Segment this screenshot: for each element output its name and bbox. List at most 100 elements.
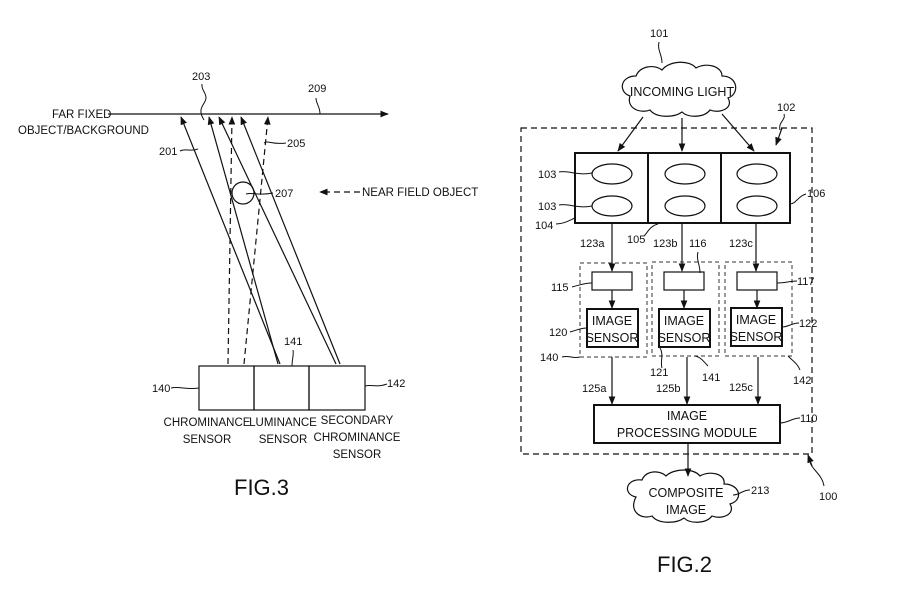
- lens-ellipse: [736, 163, 778, 185]
- ref-141: 141: [702, 372, 720, 384]
- leader-141: [693, 355, 709, 367]
- sensor-label-secondary: CHROMINANCE: [314, 432, 401, 444]
- ref-122: 122: [799, 318, 817, 330]
- far-object-label-1: FAR FIXED: [52, 109, 111, 121]
- leader-140: [561, 355, 581, 359]
- ref-123c: 123c: [729, 238, 753, 250]
- leader-213: [732, 489, 751, 496]
- ref-116: 116: [689, 238, 707, 250]
- composite-label-2: IMAGE: [666, 503, 706, 517]
- secondary-chrominance-sensor-box: [308, 365, 366, 411]
- sensor-label-luminance: LUMINANCE: [249, 417, 317, 429]
- sensor-module-140: [579, 262, 648, 358]
- ref-100: 100: [819, 491, 837, 503]
- sensor-label-luminance: SENSOR: [259, 434, 308, 446]
- composite-image-cloud: [626, 469, 740, 523]
- ref-123a: 123a: [580, 238, 605, 250]
- ref-140: 140: [540, 352, 558, 364]
- image-sensor-label: IMAGE: [736, 313, 776, 327]
- ref-201: 201: [159, 146, 177, 158]
- ref-103a: 103: [538, 169, 556, 181]
- filter-box-117: [736, 271, 778, 291]
- image-sensor-121: [658, 308, 711, 348]
- leader-100: [809, 461, 825, 487]
- leader-205: [263, 141, 287, 144]
- ray-solid: [240, 116, 341, 365]
- leader-103a: [558, 171, 593, 175]
- ray-dashed: [227, 116, 236, 365]
- ref-123b: 123b: [653, 238, 677, 250]
- ref-104: 104: [535, 220, 553, 232]
- leader-122: [781, 322, 800, 328]
- leader-105: [643, 223, 659, 237]
- ref-205: 205: [287, 138, 305, 150]
- luminance-sensor-box: [253, 365, 310, 411]
- processing-label-2: PROCESSING MODULE: [617, 426, 757, 440]
- image-processing-module: [593, 404, 781, 444]
- leader-106: [789, 193, 807, 205]
- ref-207: 207: [275, 188, 293, 200]
- composite-label-1: COMPOSITE: [648, 486, 723, 500]
- leader-104: [555, 217, 576, 225]
- far-object-label-2: OBJECT/BACKGROUND: [18, 125, 149, 137]
- lens-ellipse: [591, 195, 633, 217]
- sensor-module-141: [651, 261, 720, 357]
- leader-142: [364, 383, 388, 387]
- image-sensor-label: SENSOR: [730, 330, 783, 344]
- leader-201: [179, 148, 199, 152]
- lens-ellipse: [591, 163, 633, 185]
- leader-103b: [558, 204, 593, 208]
- leader-142: [787, 355, 801, 371]
- ref-203: 203: [192, 71, 210, 83]
- leader-102: [779, 113, 785, 131]
- ref-140: 140: [152, 383, 170, 395]
- leader-207: [245, 192, 274, 195]
- ref-141: 141: [284, 336, 302, 348]
- filter-box-116: [663, 271, 705, 291]
- leader-110: [779, 417, 801, 424]
- sensor-module-142: [724, 261, 793, 357]
- ref-209: 209: [308, 83, 326, 95]
- sensor-label-chrominance: SENSOR: [183, 434, 232, 446]
- ref-121: 121: [650, 367, 668, 379]
- leader-121: [659, 347, 663, 369]
- ref-103b: 103: [538, 201, 556, 213]
- fig3-caption: FIG.3: [234, 475, 289, 500]
- ref-120: 120: [549, 327, 567, 339]
- system-boundary: [520, 127, 813, 455]
- near-field-label: NEAR FIELD OBJECT: [362, 187, 478, 199]
- leader-209: [315, 97, 321, 115]
- ref-101: 101: [650, 28, 668, 40]
- ref-115: 115: [551, 282, 569, 294]
- leader-203: [200, 83, 207, 121]
- fig2-caption: FIG.2: [657, 552, 712, 577]
- ref-110: 110: [800, 413, 818, 425]
- image-sensor-label: IMAGE: [592, 314, 632, 328]
- ref-125c: 125c: [729, 382, 753, 394]
- ray-solid: [218, 116, 337, 365]
- fig3: FAR FIXED OBJECT/BACKGROUND 203 209 201 …: [18, 71, 478, 500]
- leader-115: [571, 282, 593, 288]
- image-sensor-label: IMAGE: [664, 314, 704, 328]
- sensor-label-secondary: SENSOR: [333, 449, 382, 461]
- lens-ellipse: [736, 195, 778, 217]
- ref-106: 106: [807, 188, 825, 200]
- near-field-object-circle: [231, 181, 255, 205]
- image-sensor-label: SENSOR: [586, 331, 639, 345]
- ref-105: 105: [627, 234, 645, 246]
- ref-142: 142: [387, 378, 405, 390]
- leader-116: [696, 251, 701, 274]
- ref-213: 213: [751, 485, 769, 497]
- sensor-label-secondary: SECONDARY: [321, 415, 394, 427]
- leader-117: [776, 280, 798, 284]
- ref-102: 102: [777, 102, 795, 114]
- ref-117: 117: [797, 276, 815, 288]
- chrominance-sensor-box: [198, 365, 255, 411]
- ray-solid: [207, 116, 279, 365]
- leader-141: [291, 349, 294, 367]
- incoming-light-cloud: [621, 61, 737, 117]
- ref-142: 142: [793, 375, 811, 387]
- image-sensor-label: SENSOR: [658, 331, 711, 345]
- lens-ellipse: [664, 163, 706, 185]
